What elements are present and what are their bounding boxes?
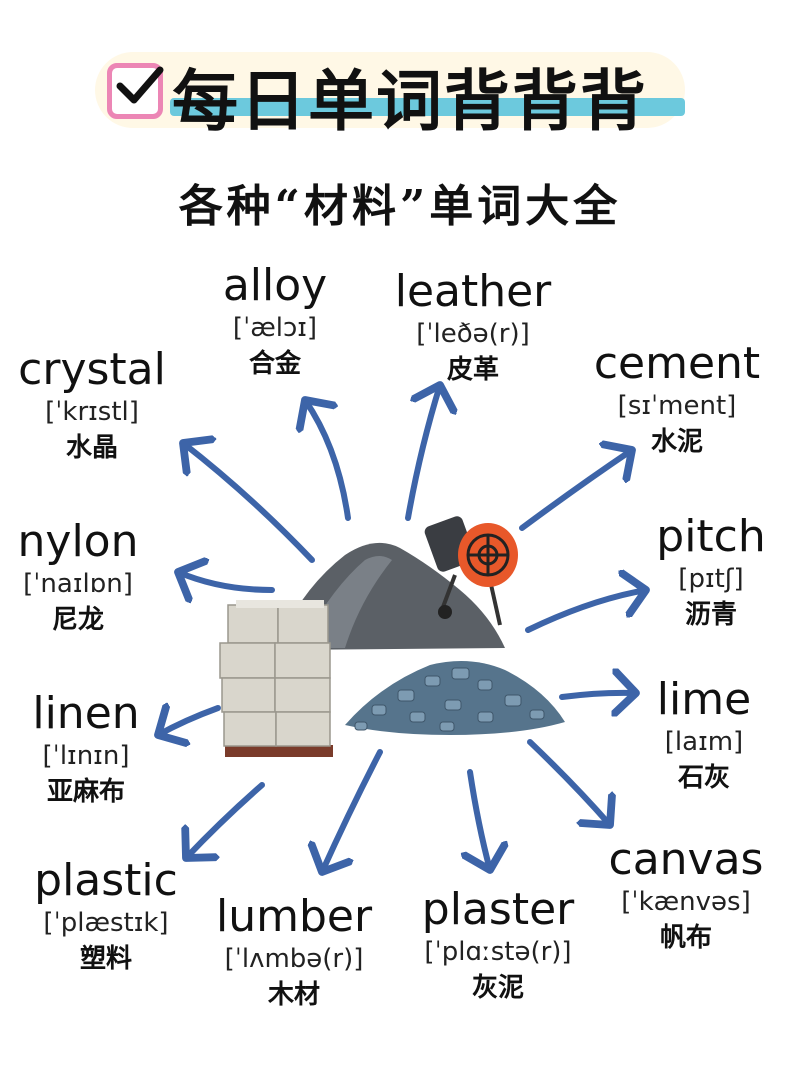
word-chinese: 木材 bbox=[267, 980, 320, 1010]
word-phonetic: [ˈlʌmbə(r)] bbox=[224, 944, 364, 974]
word-phonetic: [ˈkrɪstl] bbox=[45, 397, 139, 427]
word-english: alloy bbox=[222, 260, 328, 311]
word-lime: lime [laɪm] 石灰 bbox=[657, 676, 751, 796]
word-phonetic: [ˈplɑːstə(r)] bbox=[424, 937, 572, 967]
word-phonetic: [ˈlɪnɪn] bbox=[42, 741, 130, 771]
word-chinese: 水泥 bbox=[650, 427, 703, 457]
word-plastic: plastic [ˈplæstɪk] 塑料 bbox=[34, 857, 178, 977]
word-chinese: 塑料 bbox=[79, 944, 132, 974]
word-chinese: 皮革 bbox=[446, 355, 499, 385]
arrow-plastic bbox=[186, 782, 265, 858]
word-english: canvas bbox=[608, 834, 764, 885]
arrow-cement bbox=[519, 450, 632, 531]
word-pitch: pitch [pɪtʃ] 沥青 bbox=[656, 513, 765, 633]
page-subtitle: 各种“材料”单词大全 bbox=[178, 181, 622, 232]
word-english: plaster bbox=[421, 884, 575, 935]
word-phonetic: [ˈkænvəs] bbox=[621, 887, 751, 917]
word-chinese: 尼龙 bbox=[51, 605, 104, 635]
word-english: lime bbox=[656, 674, 752, 725]
word-canvas: canvas [ˈkænvəs] 帆布 bbox=[609, 836, 764, 956]
brick-stack-icon bbox=[219, 600, 333, 757]
word-english: nylon bbox=[17, 516, 139, 567]
word-chinese: 石灰 bbox=[677, 763, 731, 793]
word-phonetic: [ˈælɔɪ] bbox=[232, 313, 318, 343]
word-alloy: alloy [ˈælɔɪ] 合金 bbox=[223, 262, 327, 382]
word-chinese: 亚麻布 bbox=[46, 777, 126, 807]
word-phonetic: [ˈplæstɪk] bbox=[43, 908, 169, 938]
word-chinese: 水晶 bbox=[65, 433, 118, 463]
word-phonetic: [ˈnaɪlɒn] bbox=[23, 569, 133, 599]
word-chinese: 帆布 bbox=[659, 923, 712, 953]
word-chinese: 合金 bbox=[248, 349, 301, 379]
arrow-leather bbox=[405, 385, 440, 521]
word-nylon: nylon [ˈnaɪlɒn] 尼龙 bbox=[18, 518, 139, 638]
word-phonetic: [laɪm] bbox=[664, 727, 744, 757]
word-english: crystal bbox=[18, 344, 166, 395]
arrow-alloy bbox=[305, 400, 351, 521]
word-leather: leather [ˈleðə(r)] 皮革 bbox=[395, 268, 552, 388]
word-cement: cement [sɪˈment] 水泥 bbox=[594, 340, 760, 460]
arrow-crystal bbox=[183, 443, 315, 563]
arrow-linen bbox=[158, 708, 221, 735]
word-english: linen bbox=[32, 688, 140, 739]
word-english: cement bbox=[593, 338, 761, 389]
check-icon bbox=[107, 63, 164, 119]
word-crystal: crystal [ˈkrɪstl] 水晶 bbox=[18, 346, 166, 466]
arrow-nylon bbox=[178, 572, 275, 590]
word-plaster: plaster [ˈplɑːstə(r)] 灰泥 bbox=[422, 886, 574, 1006]
arrow-lime bbox=[559, 693, 636, 697]
word-english: lumber bbox=[215, 891, 373, 942]
word-phonetic: [sɪˈment] bbox=[617, 391, 737, 421]
title-highlight bbox=[170, 98, 685, 116]
arrow-pitch bbox=[525, 590, 646, 633]
arrow-lumber bbox=[322, 749, 383, 872]
word-chinese: 灰泥 bbox=[471, 973, 525, 1003]
word-english: pitch bbox=[656, 511, 766, 562]
banner-title: 每日单词背背背 bbox=[172, 63, 648, 140]
gravel-pile-icon bbox=[345, 661, 565, 735]
word-english: leather bbox=[394, 266, 552, 317]
word-lumber: lumber [ˈlʌmbə(r)] 木材 bbox=[216, 893, 372, 1013]
cement-mixer-icon bbox=[424, 516, 518, 626]
word-phonetic: [pɪtʃ] bbox=[678, 564, 744, 594]
word-chinese: 沥青 bbox=[684, 600, 738, 630]
word-english: plastic bbox=[34, 855, 178, 906]
word-linen: linen [ˈlɪnɪn] 亚麻布 bbox=[32, 690, 139, 810]
arrow-plaster bbox=[470, 769, 490, 870]
word-phonetic: [ˈleðə(r)] bbox=[416, 319, 530, 349]
arrow-canvas bbox=[527, 739, 610, 825]
